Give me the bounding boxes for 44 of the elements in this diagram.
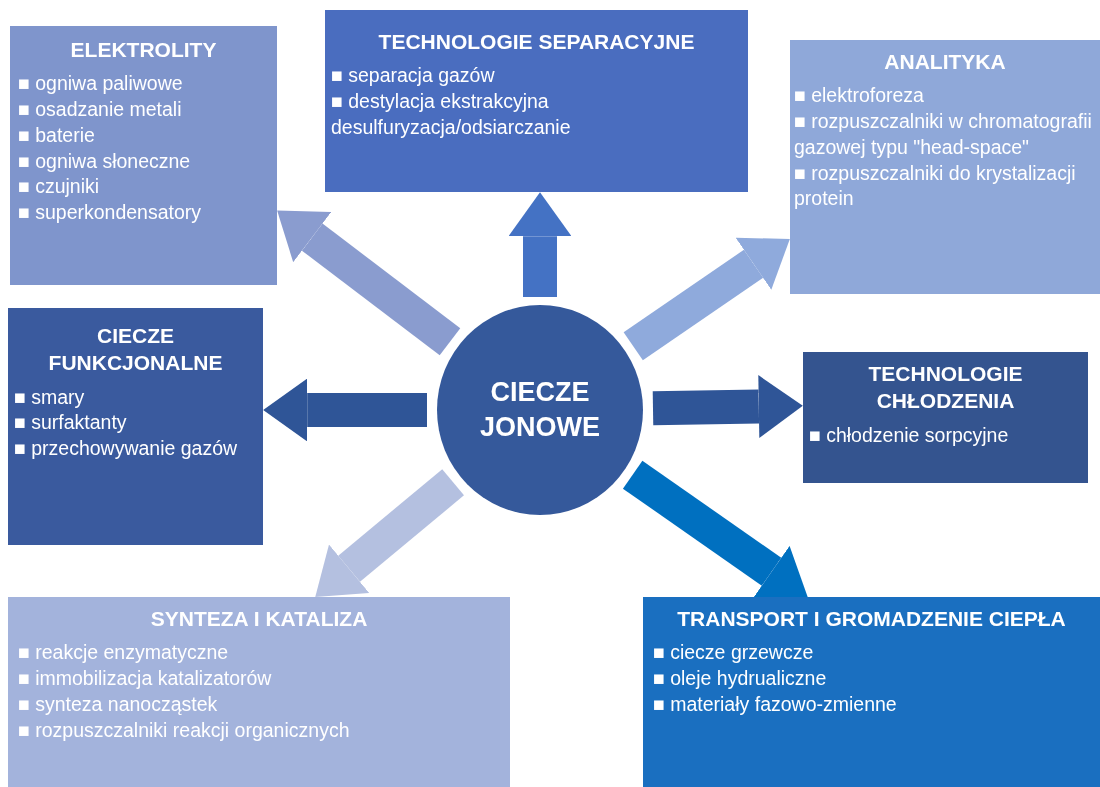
category-title: CIECZE JONOWE	[479, 375, 601, 444]
category-box	[643, 597, 1100, 787]
bullet-item: ■ surfaktanty	[14, 410, 128, 436]
bullet-item: ■ synteza nanocząstek	[18, 691, 219, 717]
bullet-item: ■ rozpuszczalniki do krystalizacji protein	[794, 160, 1077, 212]
bullet-item: ■ superkondensatory	[18, 199, 203, 225]
category-title: ELEKTROLITY	[69, 37, 218, 63]
category-title: TECHNOLOGIE SEPARACYJNE	[377, 29, 696, 55]
bullet-item: ■ chłodzenie sorpcyjne	[809, 422, 1010, 448]
category-box	[10, 26, 277, 285]
bullet-item: ■ rozpuszczalniki reakcji organicznych	[18, 717, 351, 743]
bullet-item: ■ ciecze grzewcze	[653, 640, 815, 666]
bullet-item: ■ materiały fazowo-zmienne	[653, 691, 898, 717]
category-title: CIECZE FUNKCJONALNE	[47, 323, 224, 377]
category-title: SYNTEZA I KATALIZA	[149, 606, 369, 632]
bullet-item: ■ immobilizacja katalizatorów	[18, 666, 273, 692]
block-arrow	[263, 378, 427, 442]
bullet-item: ■ baterie	[18, 122, 96, 148]
bullet-item: ■ osadzanie metali	[18, 97, 183, 123]
category-box	[803, 352, 1088, 483]
bullet-item: ■ czujniki	[18, 174, 101, 200]
category-box	[8, 308, 263, 545]
category-title: TRANSPORT I GROMADZENIE CIEPŁA	[676, 606, 1067, 632]
category-box	[8, 597, 510, 787]
bullet-item: ■ rozpuszczalniki w chromatografii gazowej typu "head-space"	[794, 109, 1093, 160]
block-arrow	[277, 210, 461, 356]
block-arrow	[652, 375, 803, 438]
bullet-item: ■ smary	[14, 384, 86, 410]
category-box	[790, 40, 1100, 294]
block-arrow	[623, 237, 790, 361]
category-title: ANALITYKA	[883, 49, 1007, 75]
block-arrow	[315, 469, 464, 597]
category-box	[325, 10, 748, 192]
category-title: TECHNOLOGIE CHŁODZENIA	[867, 361, 1024, 415]
bullet-item: ■ reakcje enzymatyczne	[18, 640, 230, 666]
block-arrow	[508, 192, 572, 297]
bullet-item: ■ elektroforeza	[794, 83, 925, 109]
bullet-item: ■ ogniwa słoneczne	[18, 148, 192, 174]
bullet-item: ■ separacja gazów	[331, 63, 496, 89]
bullet-item: ■ oleje hydrualiczne	[653, 666, 828, 692]
bullet-item: ■ destylacja ekstrakcyjna desulfuryzacja/odsiarczanie	[331, 89, 572, 140]
bullet-item: ■ ogniwa paliwowe	[18, 71, 184, 97]
block-arrow	[622, 460, 808, 598]
bullet-item: ■ przechowywanie gazów	[14, 436, 239, 462]
